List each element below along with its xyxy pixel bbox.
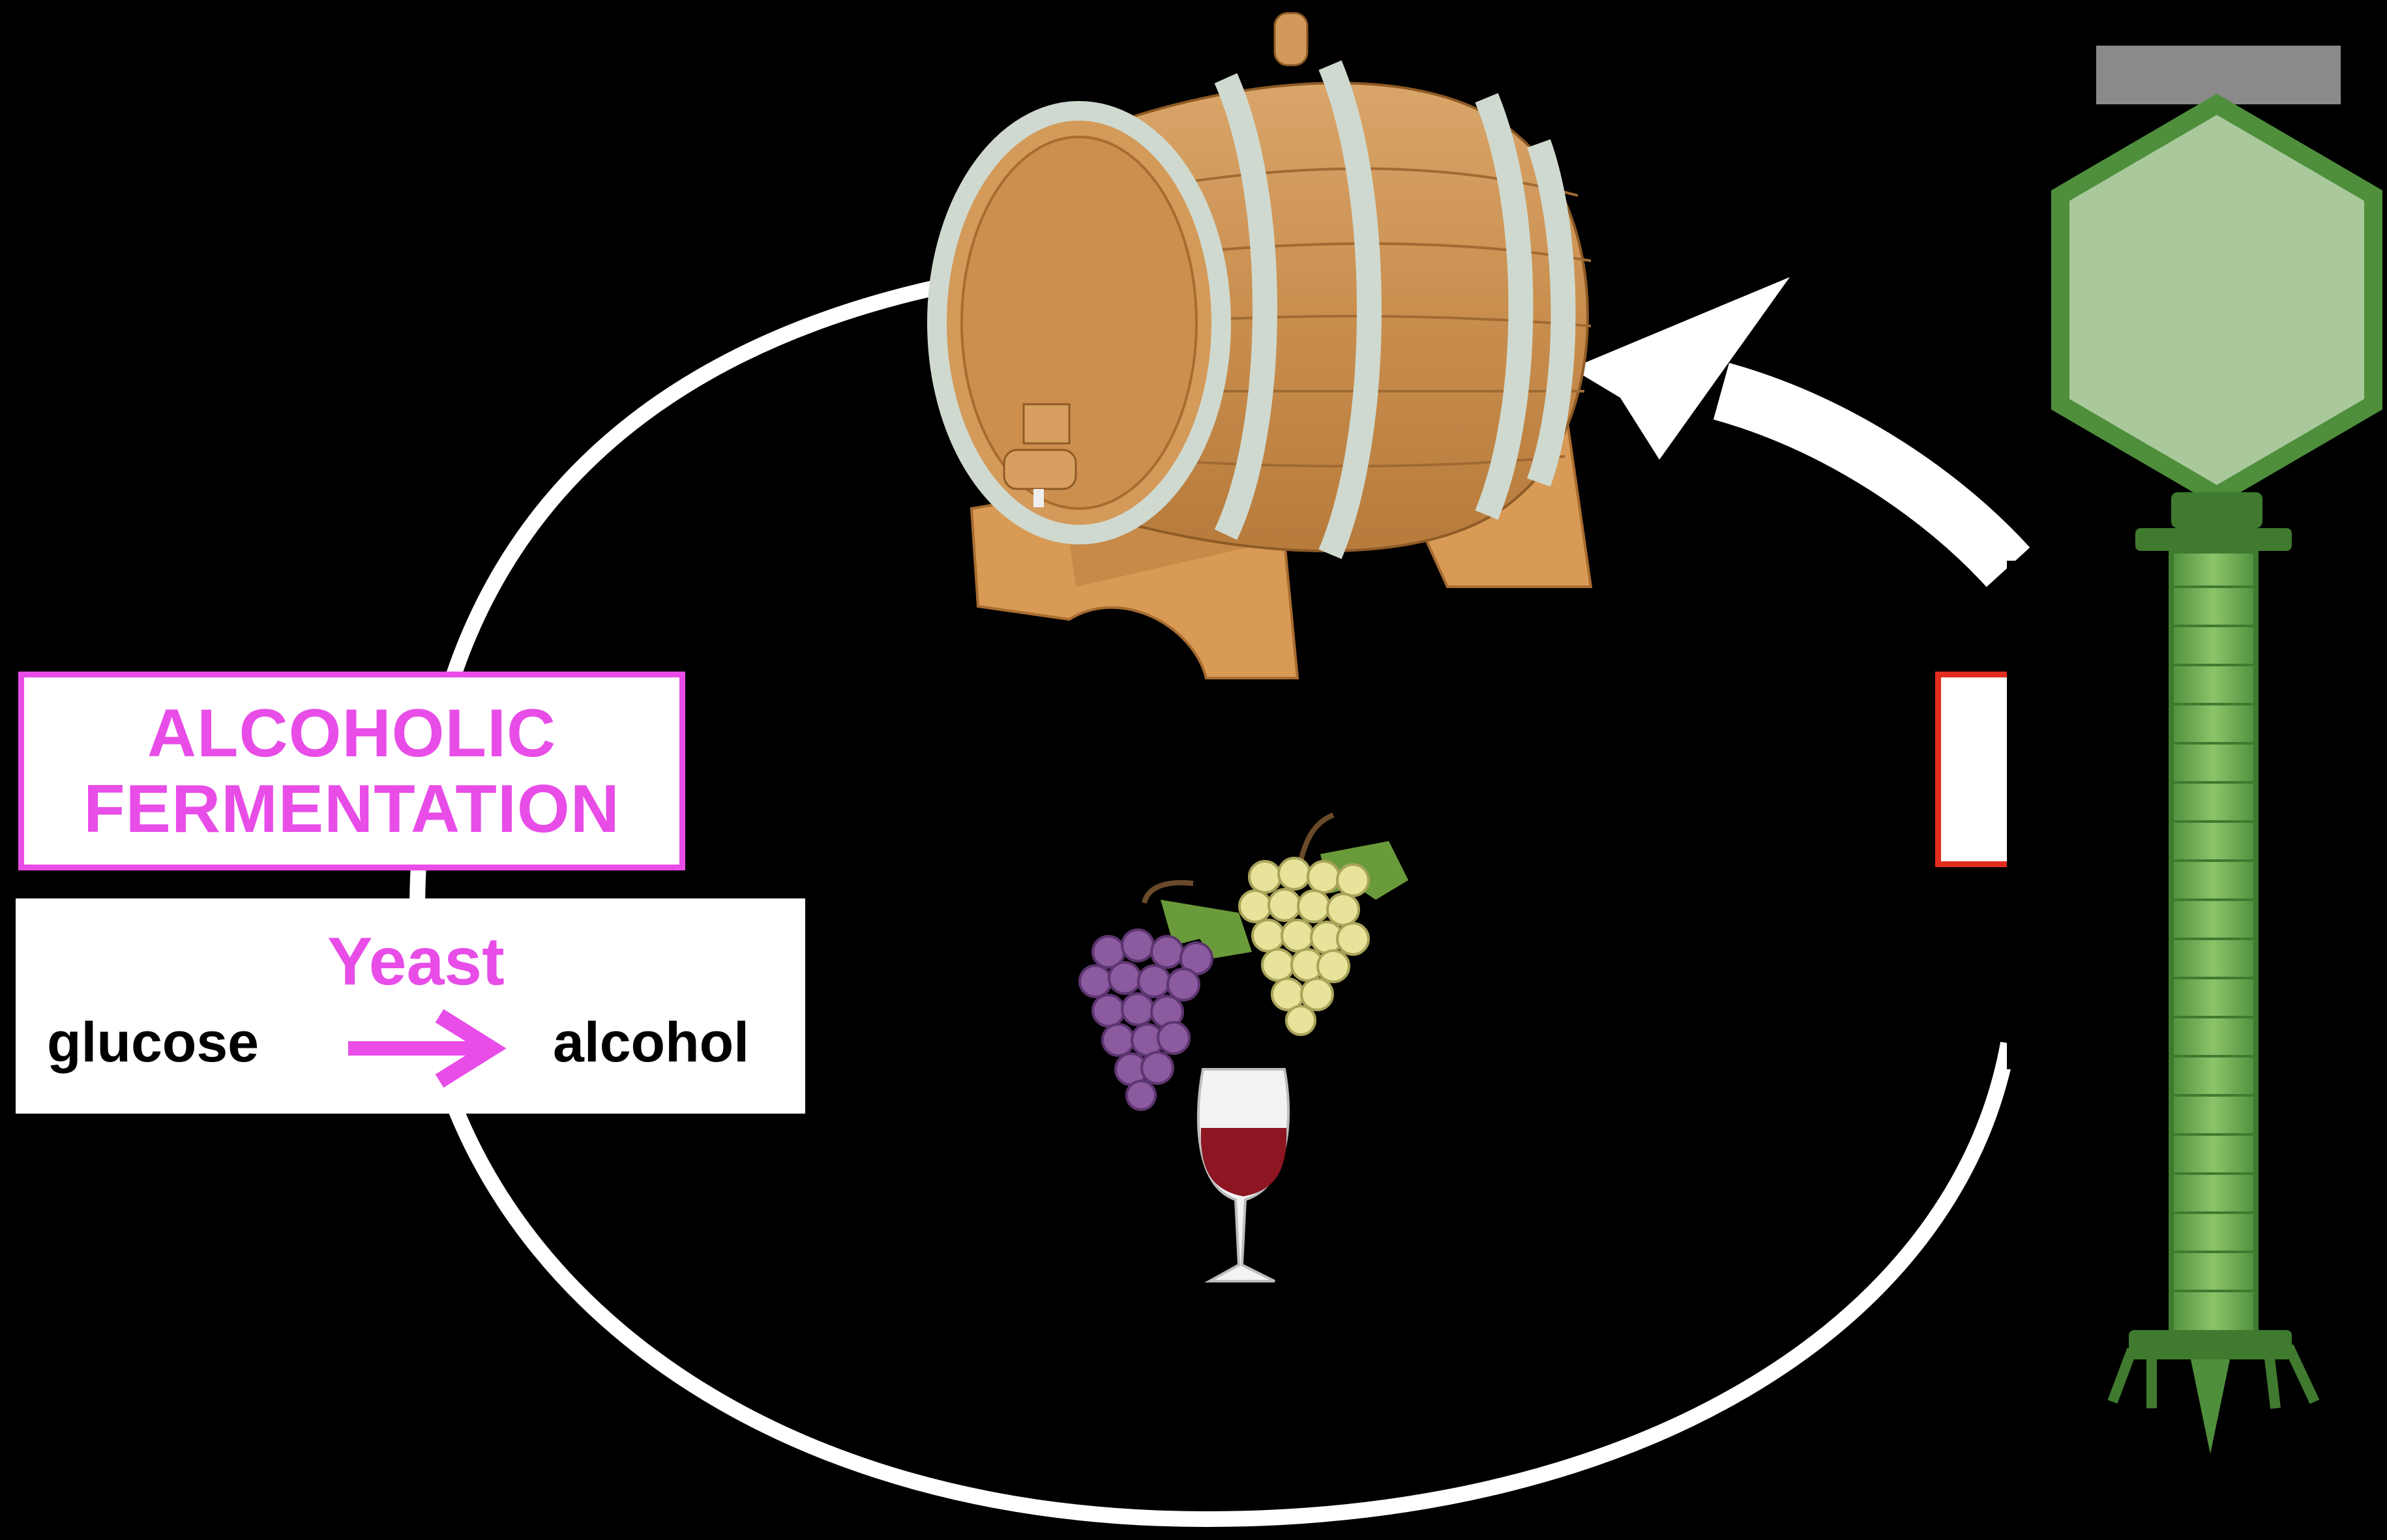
equation-catalyst: Yeast [327,923,505,1001]
bacteriophage-icon [2060,46,2373,1454]
green-grapes-icon [1239,815,1408,1035]
fermentation-equation: Yeast glucose alcohol [16,898,805,1114]
fermentation-title-line2: FERMENTATION [83,771,620,847]
fermentation-title-line1: ALCOHOLIC [147,696,556,771]
equation-reactant: glucose [47,1011,259,1075]
wine-glass-icon [1198,1069,1288,1281]
equation-product: alcohol [553,1011,749,1075]
fermentation-title-box: ALCOHOLIC FERMENTATION [18,672,685,870]
reaction-arrow-icon [342,1009,518,1088]
red-label-box [1935,672,2007,867]
wine-barrel-icon [937,13,1591,678]
